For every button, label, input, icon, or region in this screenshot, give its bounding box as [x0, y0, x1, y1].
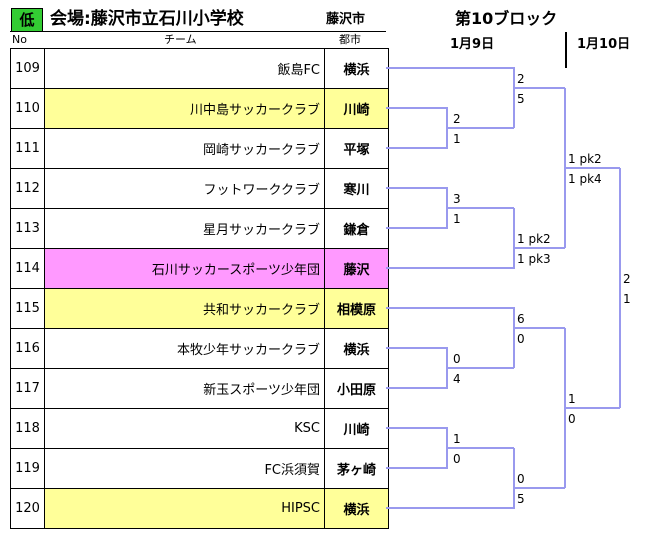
team-number: 112	[10, 168, 45, 209]
team-number: 118	[10, 408, 45, 449]
team-city: 横浜	[324, 488, 389, 529]
team-name: フットワーククラブ	[44, 168, 325, 209]
score-sf1-top: 1 pk2	[568, 152, 602, 166]
team-number: 109	[10, 48, 45, 89]
category-badge: 低	[11, 8, 43, 32]
team-city: 茅ヶ崎	[324, 448, 389, 489]
bracket-line-r2c	[386, 307, 565, 368]
score-r2b-top: 1 pk2	[517, 232, 551, 246]
team-number: 114	[10, 248, 45, 289]
bracket-line-m2	[386, 187, 514, 229]
bracket-line-r2a	[386, 67, 565, 128]
team-name: 星月サッカークラブ	[44, 208, 325, 249]
score-m4-bottom: 0	[453, 452, 461, 466]
team-name: KSC	[44, 408, 325, 449]
header-rule	[10, 31, 386, 32]
score-r2a-bottom: 5	[517, 92, 525, 106]
bracket-line-sf1	[564, 88, 620, 248]
team-city: 寒川	[324, 168, 389, 209]
team-number: 113	[10, 208, 45, 249]
score-m1-bottom: 1	[453, 132, 461, 146]
team-name: 新玉スポーツ少年団	[44, 368, 325, 409]
column-header-city: 都市	[339, 33, 361, 46]
score-r2a-top: 2	[517, 72, 525, 86]
column-header-team: チーム	[164, 33, 197, 46]
team-city: 川崎	[324, 408, 389, 449]
score-sf2-top: 1	[568, 392, 576, 406]
score-r2b-bottom: 1 pk3	[517, 252, 551, 266]
team-name: 川中島サッカークラブ	[44, 88, 325, 129]
date-separator	[565, 32, 567, 68]
team-name: 飯島FC	[44, 48, 325, 89]
column-header-no: No	[12, 33, 27, 46]
team-city: 相模原	[324, 288, 389, 329]
score-m3-top: 0	[453, 352, 461, 366]
bracket-line-sf2	[564, 328, 620, 488]
score-r2c-top: 6	[517, 312, 525, 326]
bracket-line-m1	[386, 107, 514, 149]
score-r2d-top: 0	[517, 472, 525, 486]
score-sf2-bottom: 0	[568, 412, 576, 426]
bracket-line-r2b	[386, 208, 565, 269]
score-final-top: 2	[623, 272, 631, 286]
score-m2-top: 3	[453, 192, 461, 206]
bracket-line-m3	[386, 347, 514, 389]
score-sf1-bottom: 1 pk4	[568, 172, 602, 186]
date-day1: 1月9日	[450, 37, 495, 52]
team-city: 横浜	[324, 328, 389, 369]
block-title: 第10ブロック	[455, 9, 558, 28]
team-number: 120	[10, 488, 45, 529]
bracket-line-m4	[386, 427, 514, 469]
score-m3-bottom: 4	[453, 372, 461, 386]
team-number: 117	[10, 368, 45, 409]
team-city: 横浜	[324, 48, 389, 89]
score-r2c-bottom: 0	[517, 332, 525, 346]
venue-title: 会場:藤沢市立石川小学校	[50, 9, 244, 29]
team-city: 藤沢	[324, 248, 389, 289]
team-city: 小田原	[324, 368, 389, 409]
score-final-bottom: 1	[623, 292, 631, 306]
score-r2d-bottom: 5	[517, 492, 525, 506]
team-name: HIPSC	[44, 488, 325, 529]
team-name: 石川サッカースポーツ少年団	[44, 248, 325, 289]
score-m2-bottom: 1	[453, 212, 461, 226]
date-day2: 1月10日	[577, 37, 631, 52]
team-number: 111	[10, 128, 45, 169]
team-name: 岡崎サッカークラブ	[44, 128, 325, 169]
score-m1-top: 2	[453, 112, 461, 126]
team-city: 川崎	[324, 88, 389, 129]
team-number: 119	[10, 448, 45, 489]
team-name: 共和サッカークラブ	[44, 288, 325, 329]
bracket-line-r2d	[386, 448, 565, 509]
host-city: 藤沢市	[326, 12, 366, 27]
score-m4-top: 1	[453, 432, 461, 446]
